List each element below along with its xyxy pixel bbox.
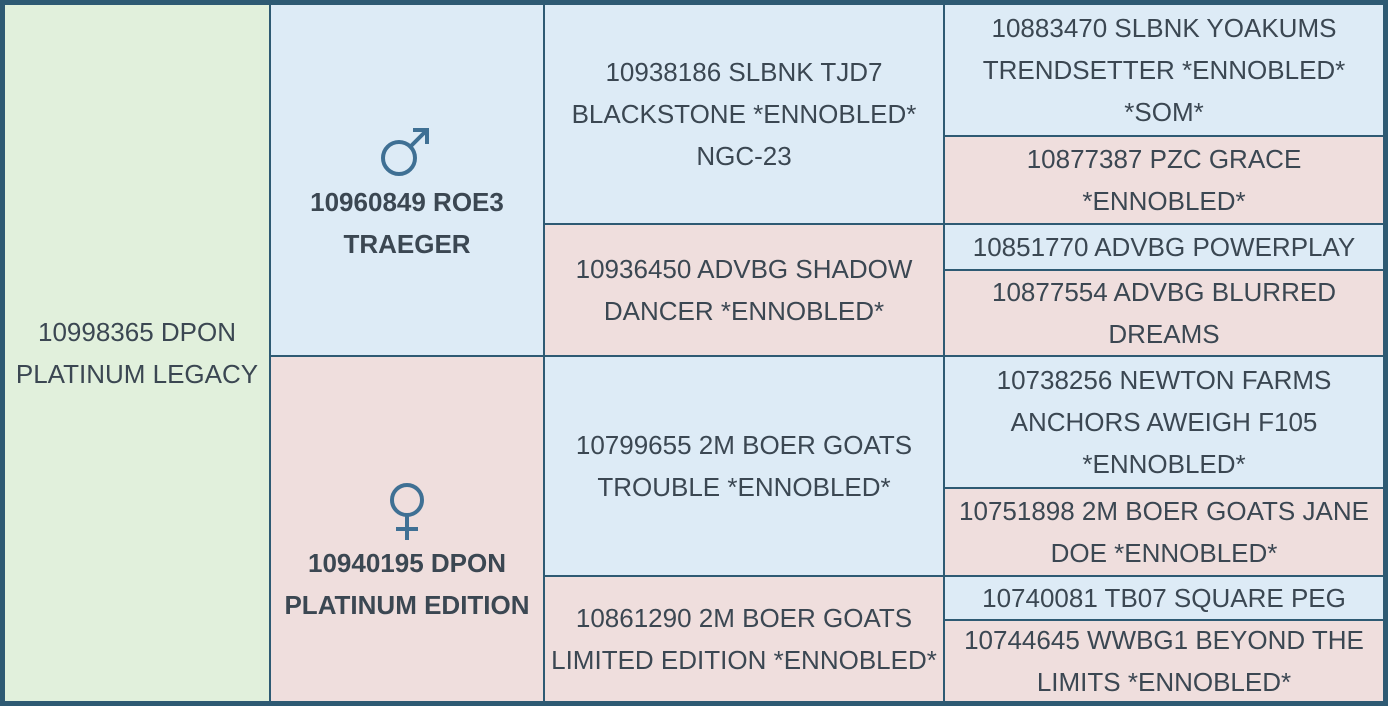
dam-sire-sire-name: 10738256 NEWTON FARMS ANCHORS AWEIGH F10…	[996, 365, 1332, 479]
sire-sire-dam-cell[interactable]: 10877387 PZC GRACE *ENNOBLED*	[943, 135, 1385, 225]
dam-cell[interactable]: 10940195 DPON PLATINUM EDITION	[269, 355, 545, 703]
sire-sire-sire-name: 10883470 SLBNK YOAKUMS TRENDSETTER *ENNO…	[982, 13, 1346, 127]
sire-dam-sire-name: 10851770 ADVBG POWERPLAY	[972, 232, 1356, 262]
dam-sire-cell[interactable]: 10799655 2M BOER GOATS TROUBLE *ENNOBLED…	[543, 355, 945, 577]
dam-dam-sire-name: 10740081 TB07 SQUARE PEG	[982, 583, 1346, 613]
female-symbol-icon	[385, 482, 429, 542]
dam-sire-name: 10799655 2M BOER GOATS TROUBLE *ENNOBLED…	[575, 430, 913, 502]
sire-dam-sire-cell[interactable]: 10851770 ADVBG POWERPLAY	[943, 223, 1385, 271]
dam-dam-dam-name: 10744645 WWBG1 BEYOND THE LIMITS *ENNOBL…	[964, 625, 1364, 697]
dam-name: 10940195 DPON PLATINUM EDITION	[284, 548, 530, 620]
sire-name: 10960849 ROE3 TRAEGER	[310, 187, 504, 259]
dam-sire-sire-cell[interactable]: 10738256 NEWTON FARMS ANCHORS AWEIGH F10…	[943, 355, 1385, 489]
dam-dam-dam-cell[interactable]: 10744645 WWBG1 BEYOND THE LIMITS *ENNOBL…	[943, 619, 1385, 703]
sire-sire-name: 10938186 SLBNK TJD7 BLACKSTONE *ENNOBLED…	[571, 57, 917, 171]
sire-cell[interactable]: 10960849 ROE3 TRAEGER	[269, 3, 545, 357]
sire-dam-dam-name: 10877554 ADVBG BLURRED DREAMS	[992, 277, 1336, 349]
dam-sire-dam-name: 10751898 2M BOER GOATS JANE DOE *ENNOBLE…	[959, 496, 1369, 568]
sire-dam-cell[interactable]: 10936450 ADVBG SHADOW DANCER *ENNOBLED*	[543, 223, 945, 357]
subject-cell[interactable]: 10998365 DPON PLATINUM LEGACY	[3, 3, 271, 703]
dam-sire-dam-cell[interactable]: 10751898 2M BOER GOATS JANE DOE *ENNOBLE…	[943, 487, 1385, 577]
dam-dam-cell[interactable]: 10861290 2M BOER GOATS LIMITED EDITION *…	[543, 575, 945, 703]
sire-sire-dam-name: 10877387 PZC GRACE *ENNOBLED*	[1026, 144, 1302, 216]
dam-dam-sire-cell[interactable]: 10740081 TB07 SQUARE PEG	[943, 575, 1385, 621]
dam-dam-name: 10861290 2M BOER GOATS LIMITED EDITION *…	[551, 603, 937, 675]
sire-dam-name: 10936450 ADVBG SHADOW DANCER *ENNOBLED*	[575, 254, 913, 326]
sire-dam-dam-cell[interactable]: 10877554 ADVBG BLURRED DREAMS	[943, 269, 1385, 357]
subject-name: 10998365 DPON PLATINUM LEGACY	[15, 317, 259, 389]
male-symbol-icon	[377, 121, 437, 181]
sire-sire-cell[interactable]: 10938186 SLBNK TJD7 BLACKSTONE *ENNOBLED…	[543, 3, 945, 225]
sire-sire-sire-cell[interactable]: 10883470 SLBNK YOAKUMS TRENDSETTER *ENNO…	[943, 3, 1385, 137]
